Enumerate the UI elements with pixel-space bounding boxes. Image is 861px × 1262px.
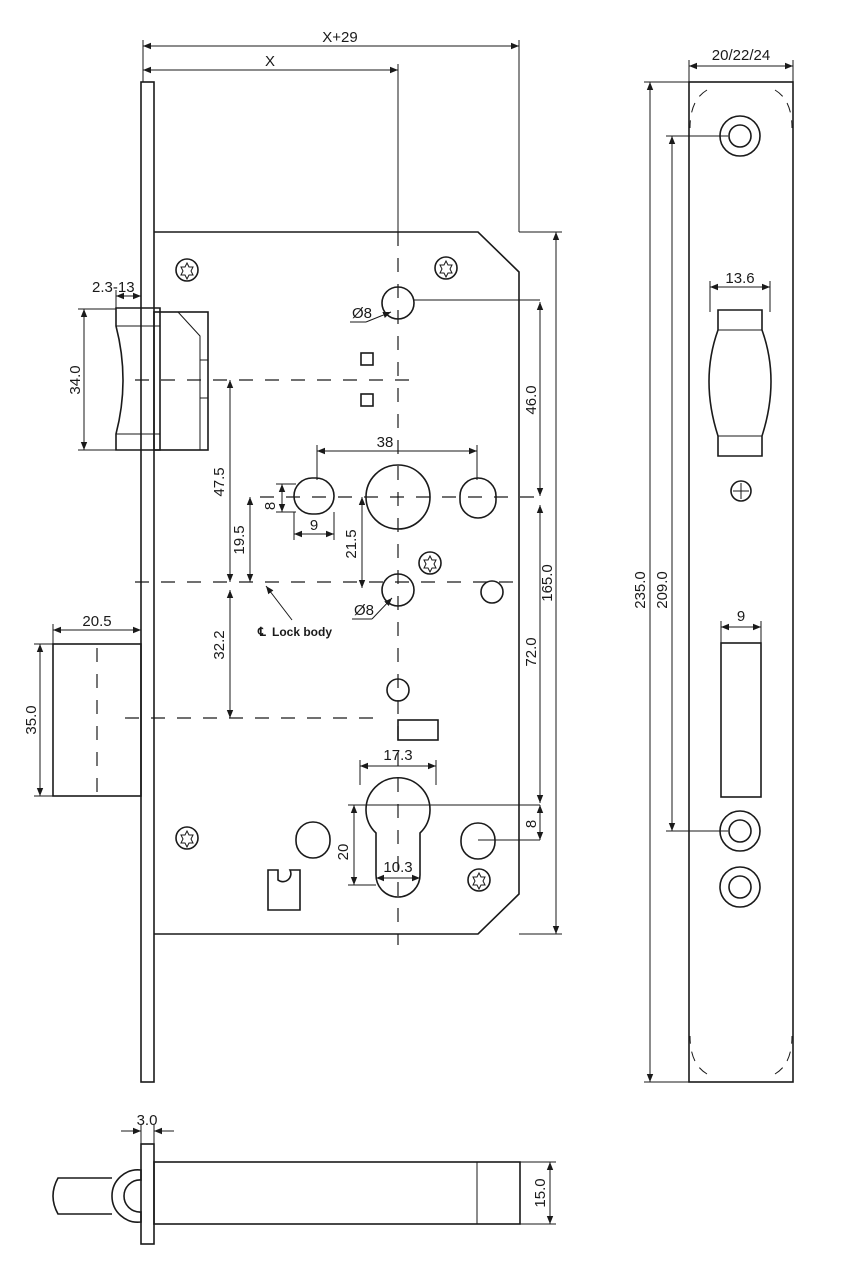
dim-x-plus-29: X+29 — [322, 29, 357, 46]
upper-spindle-hole — [381, 286, 415, 320]
dim-cyl-slot: 10.3 — [383, 859, 412, 876]
dim-faceplate-widths: 20/22/24 — [712, 47, 770, 64]
faceplate-screw-hole — [719, 866, 761, 908]
dim-19-5: 19.5 — [231, 525, 248, 554]
lock-body-label: Lock body — [272, 625, 332, 639]
phillips-screw-icon — [730, 480, 752, 502]
hook-notch — [267, 869, 301, 911]
bolt-opening — [720, 642, 762, 798]
bottom-faceplate — [140, 1143, 155, 1245]
screw-icon — [418, 551, 442, 575]
dim-bolt-height: 35.0 — [23, 705, 40, 734]
screw-icon — [175, 826, 199, 850]
lock-body-outline — [154, 231, 520, 935]
screw-icon — [434, 256, 458, 280]
dim-latch-opening: 13.6 — [725, 270, 754, 287]
dim-lower-dia: Ø8 — [354, 602, 374, 619]
screw-icon — [467, 868, 491, 892]
bottom-view: 3.0 15.0 — [52, 1112, 556, 1245]
centerline-symbol: ℄ — [257, 625, 266, 639]
dim-165: 165.0 — [539, 564, 556, 602]
bottom-body — [153, 1161, 521, 1225]
slot-hole — [459, 477, 497, 519]
dim-plate-thickness: 3.0 — [137, 1112, 158, 1129]
dim-depth: 15.0 — [532, 1178, 549, 1207]
front-view: X+29 X Ø8 — [23, 29, 562, 1083]
dim-38: 38 — [377, 434, 394, 451]
dim-bolt-projection: 20.5 — [82, 613, 111, 630]
dim-9-left: 9 — [310, 517, 318, 534]
dim-bolt-opening: 9 — [737, 608, 745, 625]
dim-47-5: 47.5 — [211, 467, 228, 496]
dim-overall-length: 235.0 — [632, 571, 649, 609]
dim-x: X — [265, 53, 275, 70]
faceplate-view: 20/22/24 13.6 9 235.0 — [632, 47, 794, 1083]
dim-latch-height: 34.0 — [67, 365, 84, 394]
dim-21-5: 21.5 — [343, 529, 360, 558]
dim-upper-dia: Ø8 — [352, 305, 372, 322]
round-hole — [480, 580, 504, 604]
screw-icon — [175, 258, 199, 282]
round-hole — [386, 678, 410, 702]
latch-bolt — [115, 307, 209, 451]
latch-opening — [708, 309, 772, 457]
dim-46: 46.0 — [523, 385, 540, 414]
dim-cyl-width: 17.3 — [383, 747, 412, 764]
deadbolt — [52, 643, 142, 797]
bottom-latch — [111, 1169, 142, 1223]
slot-hole — [460, 822, 496, 860]
faceplate-outline — [688, 81, 794, 1083]
square-hole — [360, 393, 374, 407]
slot-hole — [293, 477, 335, 515]
dim-32-2: 32.2 — [211, 630, 228, 659]
dim-screw-spacing: 209.0 — [654, 571, 671, 609]
rect-notch — [397, 719, 439, 741]
dim-8-right: 8 — [523, 820, 540, 828]
dim-8-left: 8 — [262, 502, 279, 510]
square-hole — [360, 352, 374, 366]
dim-cyl-height: 20 — [335, 844, 352, 861]
cylinder-cutout — [365, 777, 431, 898]
slot-hole — [295, 821, 331, 859]
dim-72: 72.0 — [523, 637, 540, 666]
lower-spindle-hole — [381, 573, 415, 607]
dim-thickness: 2.3-13 — [92, 279, 135, 296]
